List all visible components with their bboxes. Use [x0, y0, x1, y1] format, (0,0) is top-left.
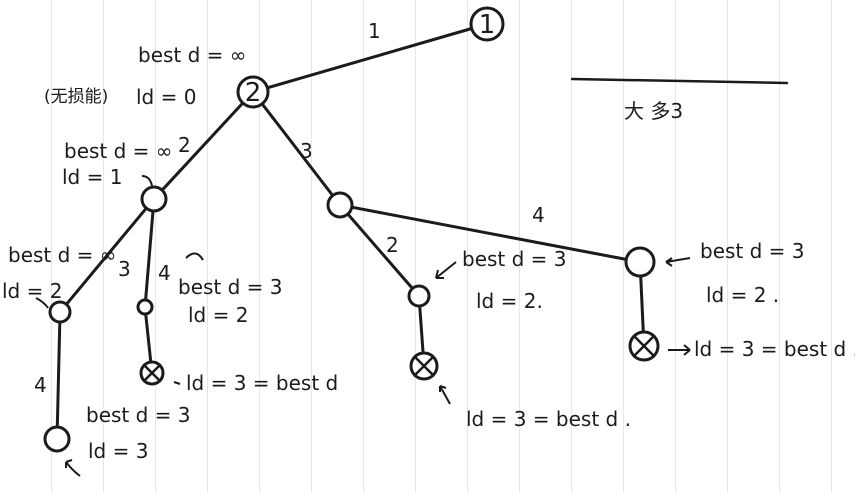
- node-circle-n1: [469, 6, 505, 42]
- prune-cross-n4d-1: [413, 355, 435, 377]
- node-n4b: [624, 246, 656, 278]
- n4d-note: ld = 3 = best d .: [466, 407, 631, 431]
- n4a-ld: ld = 3: [88, 439, 149, 463]
- edge-label-e1: 1: [368, 19, 381, 43]
- edge-n3b-n4c: [144, 312, 153, 364]
- edge-label-e2: 2: [178, 133, 191, 157]
- n3b-ld: ld = 2: [188, 303, 249, 327]
- n4b-ld: ld = 2 .: [706, 283, 780, 307]
- node-n4e: [628, 330, 660, 362]
- prune-cross-n4c-1: [142, 363, 162, 383]
- edge-label-e8: 4: [532, 203, 545, 227]
- n3c-best-d: best d = 3: [462, 247, 567, 271]
- n3c-ld: ld = 2.: [476, 289, 543, 313]
- node-n1: 1: [469, 6, 505, 42]
- edge-label-e4: 3: [118, 257, 131, 281]
- n4a-best-d-value: 3: [177, 403, 191, 427]
- node-n4d: [409, 351, 439, 381]
- root-note: (无损能): [44, 87, 109, 107]
- n4a-best-d: best d = 3: [86, 404, 191, 426]
- node-layer: 12: [43, 6, 660, 453]
- arrow-to-n4a: [65, 459, 81, 477]
- node-label-n2: 2: [245, 78, 262, 108]
- side-separator-line: [570, 77, 789, 85]
- edge-n2-n2a: [160, 101, 245, 192]
- root-ld: ld = 0: [136, 85, 197, 109]
- side-note: 大 多3: [624, 99, 684, 123]
- edge-n2a-n3a: [64, 206, 148, 306]
- edge-n2b-n3c: [346, 212, 414, 290]
- edge-label-layer: 1 2 3 3 4 4 2 4: [34, 19, 545, 397]
- arrow-to-n3a: [35, 297, 49, 309]
- n3b-best-d: best d = 3: [178, 275, 283, 299]
- n3a-ld: ld = 2: [2, 279, 63, 303]
- n4e-note: ld = 3 = best d .: [694, 337, 855, 361]
- decoration-layer: [35, 77, 789, 477]
- node-circle-n2a: [140, 185, 168, 213]
- node-circle-n2b: [326, 191, 354, 219]
- node-circle-n3c: [407, 284, 431, 308]
- node-label-n1: 1: [479, 10, 496, 40]
- arrow-to-n3c: [435, 261, 457, 279]
- node-n2: 2: [236, 75, 270, 109]
- arrow-to-n4d: [439, 385, 451, 405]
- arrow-to-n2a: [141, 175, 153, 187]
- edge-label-e7: 2: [386, 233, 399, 257]
- node-n3c: [407, 284, 431, 308]
- edge-label-e3: 3: [300, 139, 313, 163]
- node-n2b: [326, 191, 354, 219]
- edge-n2-n2b: [260, 102, 335, 197]
- n3a-best-d: best d = ∞: [8, 243, 117, 267]
- arrow-to-n4c: [173, 381, 181, 385]
- n4c-note: ld = 3 = best d: [186, 371, 339, 395]
- arrow-to-n3b: [185, 252, 204, 261]
- node-n3a: [48, 300, 72, 324]
- node-circle-n4a: [43, 425, 71, 453]
- n2a-best-d: best d = ∞: [64, 139, 173, 163]
- edge-label-e5: 4: [158, 261, 171, 285]
- edge-label-e6: 4: [34, 373, 47, 397]
- arrow-to-n4e: [668, 344, 691, 356]
- edge-n3a-n4a: [55, 320, 62, 429]
- edge-layer: [55, 27, 645, 429]
- arrow-to-n4b: [665, 257, 691, 267]
- node-n4c: [139, 360, 165, 386]
- n4a-best-d-prefix: best d =: [86, 403, 172, 427]
- node-circle-n3b: [136, 298, 154, 316]
- edge-n2a-n3b: [144, 209, 155, 302]
- edge-n1-n2: [265, 27, 474, 90]
- n4b-best-d: best d = 3: [700, 239, 805, 263]
- n2a-ld: ld = 1: [62, 165, 123, 189]
- prune-cross-n4e-1: [632, 334, 656, 358]
- node-circle-n4b: [624, 246, 656, 278]
- node-circle-n3a: [48, 300, 72, 324]
- edge-n3c-n4d: [418, 304, 425, 355]
- edge-n2b-n4b: [350, 205, 628, 261]
- node-n3b: [136, 298, 154, 316]
- root-best-d: best d = ∞: [138, 43, 247, 67]
- edge-n4b-n4e: [639, 274, 645, 334]
- node-n2a: [140, 185, 168, 213]
- node-circle-n2: [236, 75, 270, 109]
- node-n4a: [43, 425, 71, 453]
